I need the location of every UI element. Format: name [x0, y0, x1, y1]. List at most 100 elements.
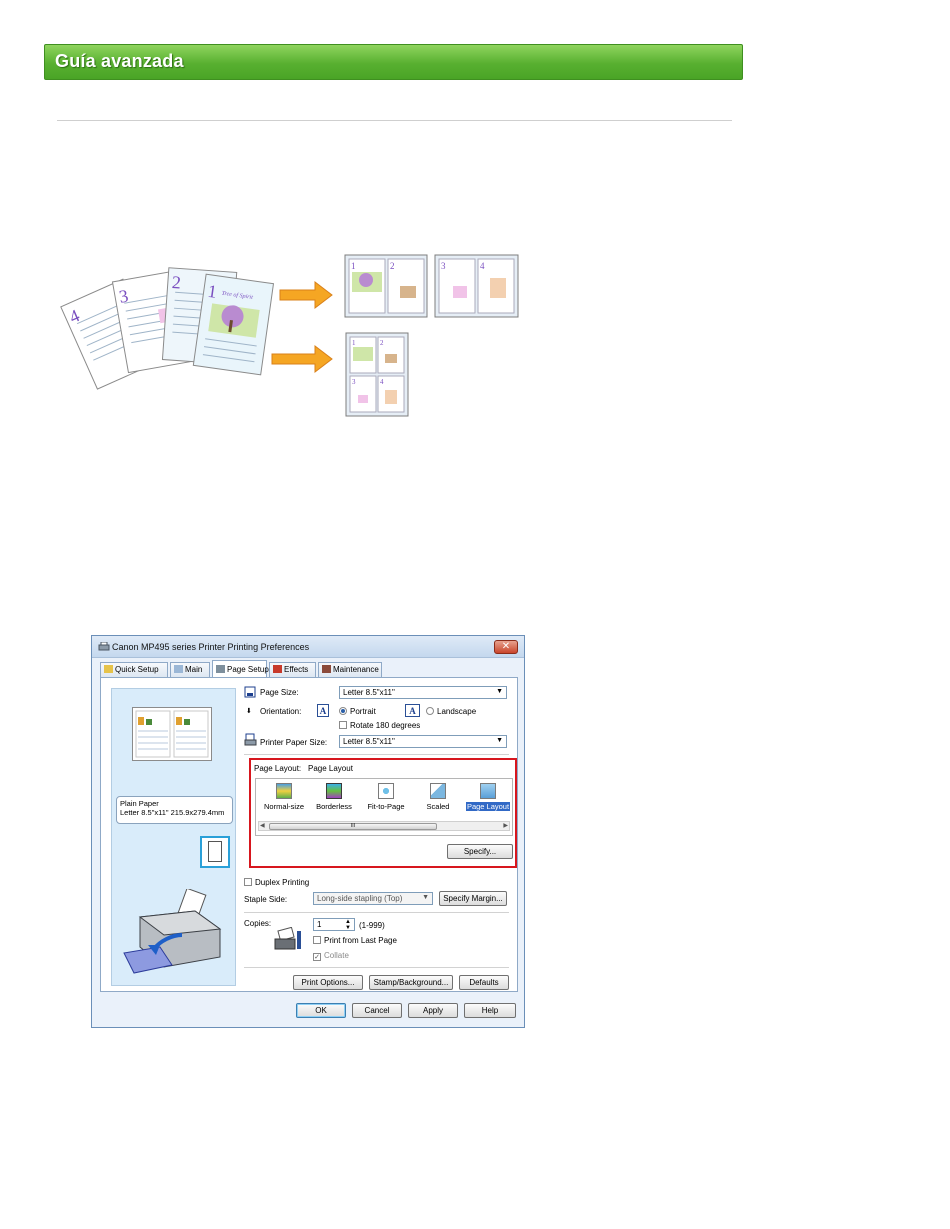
page-layout-current: Page Layout [308, 764, 353, 773]
separator [244, 912, 509, 913]
duplex-printing-checkbox[interactable]: Duplex Printing [244, 878, 309, 887]
portrait-radio[interactable]: Portrait [339, 707, 376, 716]
svg-text:2: 2 [380, 339, 384, 347]
effects-icon [273, 665, 282, 673]
quick-setup-icon [104, 665, 113, 673]
close-button[interactable]: ✕ [494, 640, 518, 654]
sheet-number-3: 3 [117, 286, 129, 307]
printer-paper-size-select[interactable]: Letter 8.5"x11"▼ [339, 735, 507, 748]
arrow-icon [271, 344, 333, 374]
staple-side-select[interactable]: Long-side stapling (Top)▼ [313, 892, 433, 905]
page-size-label: Page Size: [260, 688, 299, 697]
preview-pane: Plain Paper Letter 8.5"x11" 215.9x279.4m… [111, 688, 236, 986]
scaled-icon [430, 783, 446, 799]
maintenance-icon [322, 665, 331, 673]
layout-option-fit-to-page[interactable]: Fit-to-Page [358, 783, 414, 811]
page-layout-illustration: 4 3 2 1 Tree of Spirit [60, 254, 519, 417]
scroll-right-icon[interactable]: ▶ [503, 823, 508, 829]
portrait-icon: A [317, 704, 329, 717]
source-sheet-1: 1 Tree of Spirit [192, 273, 275, 376]
stamp-background-button[interactable]: Stamp/Background... [369, 975, 453, 990]
layout-scrollbar[interactable]: ◀ III ▶ [258, 821, 510, 831]
printer-illustration [123, 889, 222, 974]
svg-text:1: 1 [352, 339, 356, 347]
tab-maintenance[interactable]: Maintenance [318, 662, 382, 677]
copies-stepper-icon[interactable]: ▲▼ [345, 919, 351, 931]
sheet-number-1: 1 [206, 281, 218, 302]
ok-button[interactable]: OK [296, 1003, 346, 1018]
arrow-icon [279, 280, 333, 310]
svg-text:1: 1 [351, 261, 356, 271]
tab-effects[interactable]: Effects [269, 662, 316, 677]
svg-text:2: 2 [390, 261, 395, 271]
paper-size-text: Letter 8.5"x11" 215.9x279.4mm [120, 808, 225, 817]
svg-text:4: 4 [380, 378, 384, 386]
paper-info-box: Plain Paper Letter 8.5"x11" 215.9x279.4m… [116, 796, 233, 824]
page-setup-panel: Plain Paper Letter 8.5"x11" 215.9x279.4m… [100, 677, 518, 992]
print-from-last-page-checkbox[interactable]: Print from Last Page [313, 936, 397, 945]
chevron-down-icon: ▼ [496, 737, 503, 744]
checkbox-box [244, 878, 252, 886]
collate-checkbox[interactable]: ✓Collate [313, 951, 349, 961]
printer-paper-size-label: Printer Paper Size: [260, 738, 328, 747]
output-2up-a: 1 2 [344, 254, 428, 318]
landscape-radio-dot [426, 707, 434, 715]
checkbox-box [339, 721, 347, 729]
svg-text:3: 3 [441, 261, 446, 271]
portrait-radio-dot [339, 707, 347, 715]
cover-text: Tree of Spirit [221, 290, 253, 301]
printer-paper-size-icon [244, 733, 257, 746]
rotate-180-checkbox[interactable]: Rotate 180 degrees [339, 721, 420, 730]
page-setup-icon [216, 665, 225, 673]
page-size-icon [244, 686, 256, 698]
dialog-titlebar: Canon MP495 series Printer Printing Pref… [92, 636, 524, 658]
defaults-button[interactable]: Defaults [459, 975, 509, 990]
layout-option-page-layout[interactable]: Page Layout [460, 783, 516, 811]
layout-preview-image [132, 707, 212, 761]
main-icon [174, 665, 183, 673]
separator [244, 754, 509, 755]
divider [57, 120, 732, 121]
chevron-down-icon: ▼ [422, 894, 429, 901]
page-size-select[interactable]: Letter 8.5"x11"▼ [339, 686, 507, 699]
orientation-arrow-icon: ⬇ [246, 708, 252, 715]
page-layout-icon [480, 783, 496, 799]
tab-main[interactable]: Main [170, 662, 210, 677]
copies-input[interactable]: 1 ▲▼ [313, 918, 355, 931]
scroll-left-icon[interactable]: ◀ [260, 823, 265, 829]
layout-option-normal-size[interactable]: Normal-size [256, 783, 312, 811]
normal-size-icon [276, 783, 292, 799]
page-layout-highlight: Page Layout: Page Layout Normal-size Bor… [249, 758, 517, 868]
tab-page-setup[interactable]: Page Setup [212, 660, 269, 677]
copies-stack-icon [274, 927, 301, 950]
scroll-thumb[interactable]: III [269, 823, 437, 830]
page-layout-label: Page Layout: [254, 764, 302, 773]
chevron-down-icon: ▼ [496, 688, 503, 695]
landscape-icon: A [405, 704, 420, 717]
borderless-icon [326, 783, 342, 799]
output-2up-b: 3 4 [434, 254, 519, 318]
header-banner: Guía avanzada [44, 44, 743, 80]
paper-orientation-icon [200, 836, 230, 868]
svg-text:4: 4 [480, 261, 485, 271]
apply-button[interactable]: Apply [408, 1003, 458, 1018]
help-button[interactable]: Help [464, 1003, 516, 1018]
specify-margin-button[interactable]: Specify Margin... [439, 891, 507, 906]
print-options-button[interactable]: Print Options... [293, 975, 363, 990]
copies-label: Copies: [244, 919, 272, 928]
sheet-number-2: 2 [171, 272, 181, 293]
specify-button[interactable]: Specify... [447, 844, 513, 859]
page-layout-list: Normal-size Borderless Fit-to-Page Scale… [255, 778, 513, 836]
orientation-label: Orientation: [260, 707, 302, 716]
output-4up: 1 2 3 4 [345, 332, 409, 417]
printer-icon [98, 642, 110, 651]
banner-title: Guía avanzada [55, 51, 184, 71]
tab-quick-setup[interactable]: Quick Setup [100, 662, 168, 677]
cancel-button[interactable]: Cancel [352, 1003, 402, 1018]
printing-preferences-dialog: Canon MP495 series Printer Printing Pref… [91, 635, 525, 1028]
landscape-radio[interactable]: Landscape [426, 707, 476, 716]
layout-option-borderless[interactable]: Borderless [306, 783, 362, 811]
layout-option-scaled[interactable]: Scaled [410, 783, 466, 811]
checkbox-box [313, 936, 321, 944]
checkbox-box: ✓ [313, 953, 321, 961]
